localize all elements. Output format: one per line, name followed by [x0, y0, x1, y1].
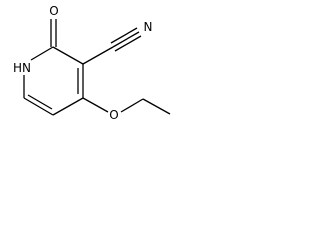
atom-label-carbonyl-oxygen: O — [49, 4, 58, 18]
atom-label-nh: HN — [13, 61, 31, 75]
bond-c5-c6-double — [27, 94, 53, 110]
bond-n1-c2 — [30, 46, 54, 61]
bond-nitrile-3 — [114, 35, 142, 52]
bond-c4-oether — [82, 97, 109, 113]
atom-label-ether-oxygen: O — [109, 108, 118, 122]
molecule-diagram: HN O N O — [13, 4, 171, 122]
bond-c4-c5 — [52, 97, 84, 116]
bond-nitrile-1 — [112, 31, 140, 48]
atom-label-nitrile-nitrogen: N — [144, 20, 153, 34]
bond-c2-c3 — [52, 46, 84, 65]
bond-ch2-ch3 — [142, 98, 171, 115]
bond-c3-cn — [82, 46, 114, 65]
bond-c5-c6 — [23, 97, 54, 116]
bond-nitrile-2 — [110, 27, 138, 44]
bond-oether-ch2 — [120, 98, 144, 113]
structure-canvas: HN O N O — [0, 0, 194, 138]
